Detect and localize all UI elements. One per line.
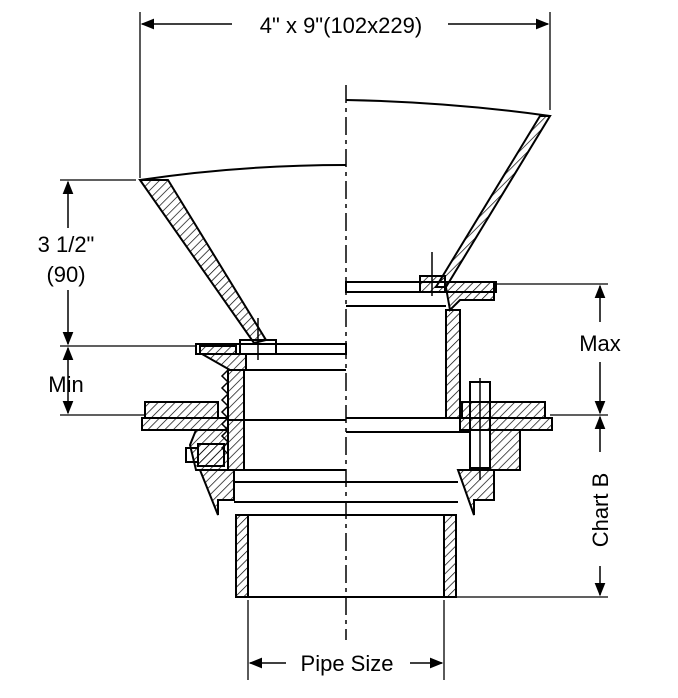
dimension-arrows	[62, 18, 606, 669]
drain-body	[198, 417, 495, 516]
pipe-size-label: Pipe Size	[301, 651, 394, 676]
height-dimension-label-line2: (90)	[46, 262, 85, 287]
funnel-left-half	[138, 164, 347, 345]
max-label: Max	[579, 331, 621, 356]
clamp-collar-left	[141, 401, 229, 471]
extension-lines	[60, 12, 608, 680]
top-flange-right	[345, 252, 497, 419]
width-dimension-label: 4" x 9"(102x229)	[260, 13, 422, 38]
chart-b-label: Chart B	[588, 473, 613, 548]
funnel-right-half	[345, 99, 552, 288]
height-dimension-label-line1: 3 1/2"	[38, 232, 95, 257]
outlet-pipe	[235, 514, 457, 598]
clamp-collar-right	[459, 378, 553, 480]
min-label: Min	[48, 372, 83, 397]
